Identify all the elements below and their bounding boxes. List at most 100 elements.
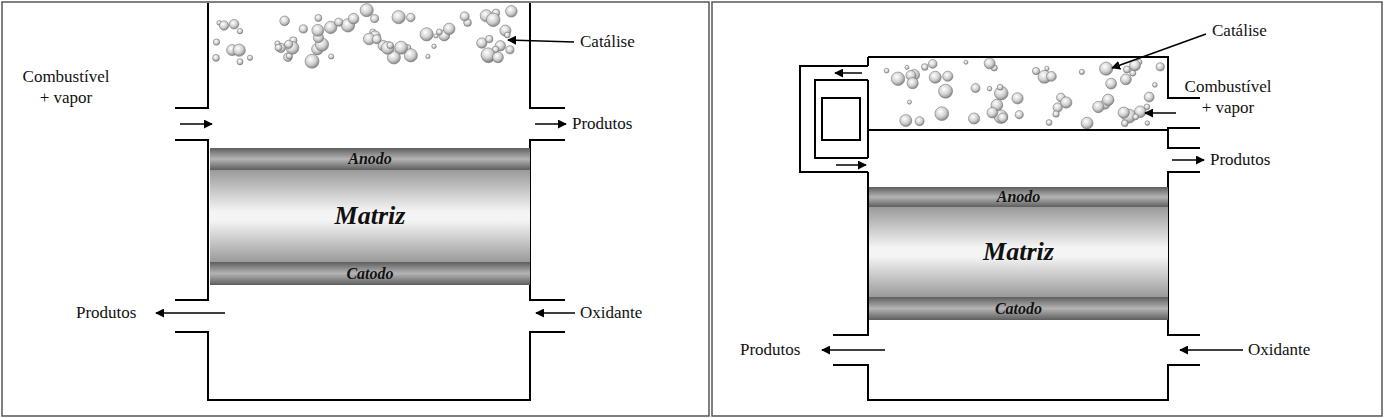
bubble: [395, 41, 408, 54]
bubble: [406, 13, 415, 22]
bubble: [907, 100, 911, 104]
inlet-label: Oxidante: [1248, 339, 1310, 360]
bubble: [1081, 117, 1093, 129]
outlet-label: Produtos: [572, 113, 632, 134]
bubble: [1120, 74, 1131, 85]
bubble: [486, 13, 500, 27]
bubble: [1012, 93, 1023, 104]
bubble: [1100, 62, 1113, 75]
outlet-label: Produtos: [1210, 149, 1270, 170]
bubble: [284, 40, 292, 48]
anode-band: Anodo: [869, 187, 1168, 207]
layer-label: Matriz: [335, 202, 406, 231]
bubble: [1133, 114, 1139, 120]
bubble: [387, 42, 394, 49]
bubble: [348, 13, 359, 24]
bubble: [436, 29, 442, 35]
bubble: [506, 46, 514, 54]
bubble: [443, 23, 455, 35]
bubble: [1102, 94, 1114, 106]
bubble: [997, 84, 1003, 90]
bubble: [335, 18, 343, 26]
bubble: [432, 44, 437, 49]
bubble: [381, 42, 394, 55]
bubble: [426, 54, 430, 58]
bubble: [360, 4, 373, 17]
bubble: [237, 59, 243, 65]
bubble: [1144, 104, 1150, 110]
cathode-band: Catodo: [869, 297, 1168, 320]
bubble: [998, 113, 1008, 123]
bubble: [900, 115, 912, 127]
bubble: [1053, 111, 1059, 117]
bubble: [305, 54, 319, 68]
matrix-block: Matriz: [869, 207, 1168, 297]
bubble: [275, 44, 282, 51]
bubble: [219, 21, 228, 30]
bubble: [1118, 107, 1129, 118]
bubble: [460, 12, 469, 21]
bubble: [213, 39, 219, 45]
bubble: [506, 6, 518, 18]
bubble: [371, 15, 379, 23]
bubble: [1121, 120, 1128, 127]
bubble: [1156, 63, 1164, 71]
bubble: [1046, 120, 1052, 126]
bubble: [1093, 101, 1104, 112]
cell-housing: [175, 3, 565, 400]
bubble: [1053, 103, 1062, 112]
bubble: [247, 55, 252, 60]
bubble: [928, 60, 937, 69]
bubble: [1046, 71, 1056, 81]
panel-frame: [712, 2, 1382, 416]
catalyst-label: Catálise: [580, 31, 635, 52]
outlet-label: Produtos: [76, 302, 136, 323]
bubble: [905, 65, 909, 69]
bubble: [987, 86, 992, 91]
cell-housing: [833, 57, 1200, 400]
external-pipe: [800, 66, 868, 172]
bubble: [485, 35, 493, 43]
bubble: [968, 113, 979, 124]
inlet-label: Combustível + vapor: [1180, 76, 1276, 119]
bubble: [420, 28, 433, 41]
bubble: [312, 24, 324, 36]
bubble: [1015, 111, 1023, 119]
bubble: [939, 84, 953, 98]
bubble: [1032, 67, 1039, 74]
catalyst-bubbles: [213, 4, 1165, 129]
bubble: [1123, 66, 1130, 73]
layer-label: Anodo: [997, 188, 1041, 206]
bubble: [280, 16, 290, 26]
bubble: [935, 107, 949, 121]
bubble: [299, 25, 307, 33]
bubble: [971, 84, 980, 93]
inlet-label: Combustível + vapor: [18, 66, 114, 109]
bubble: [964, 60, 968, 64]
bubble: [315, 14, 322, 21]
cathode-band: Catodo: [210, 262, 530, 285]
bubble: [1145, 121, 1150, 126]
bubble: [237, 28, 243, 34]
bubble: [493, 52, 504, 63]
layer-label: Catodo: [346, 265, 393, 283]
matrix-block: Matriz: [210, 170, 530, 262]
bubble: [1079, 69, 1084, 74]
anode-band: Anodo: [210, 148, 530, 170]
panel-frame: [2, 2, 709, 416]
bubble: [884, 68, 889, 73]
bubble: [929, 71, 941, 83]
bubble: [1106, 78, 1117, 89]
bubble: [1045, 66, 1049, 70]
bubble: [392, 11, 405, 24]
layer-label: Matriz: [983, 238, 1054, 267]
bubble: [915, 117, 924, 126]
external-unit: [822, 98, 860, 140]
bubble: [213, 54, 220, 61]
bubble: [1152, 83, 1157, 88]
flow-arrows: [156, 34, 1243, 350]
bubble: [921, 64, 928, 71]
outlet-label: Produtos: [740, 339, 800, 360]
catalyst-label: Catálise: [1212, 20, 1267, 41]
